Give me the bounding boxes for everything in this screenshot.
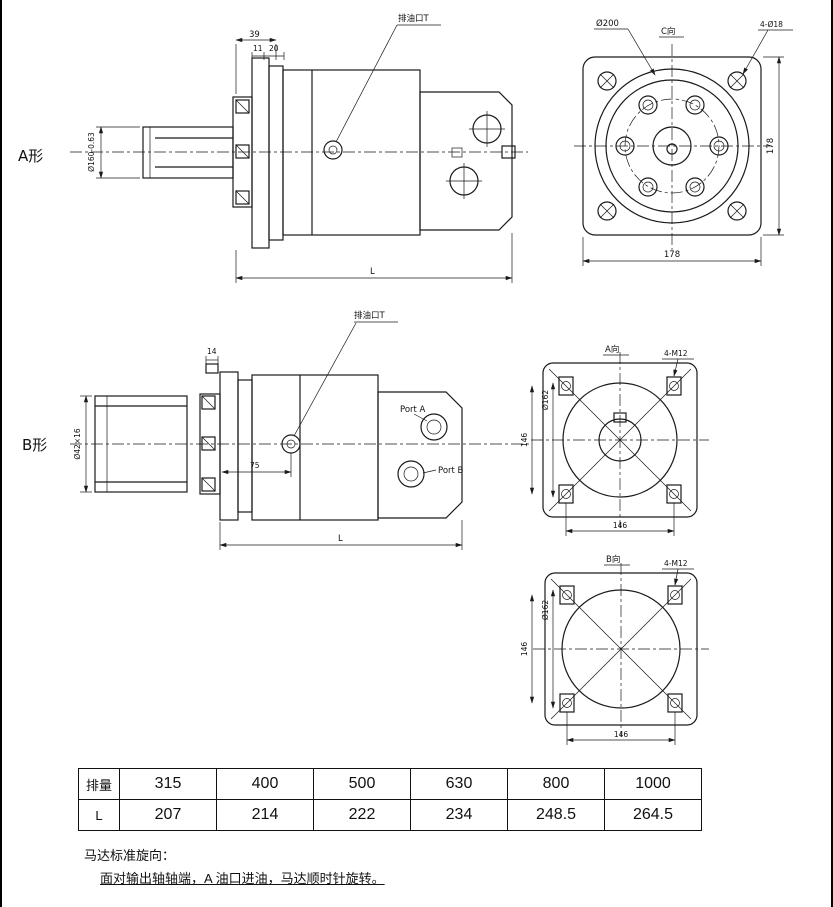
b-mounting-flange [199, 363, 253, 521]
rotation-note-body: 面对输出轴轴端，A 油口进油，马达顺时针旋转。 [100, 871, 385, 886]
row-displacement-header: 排量 [78, 768, 120, 800]
b-side-view: Ø42×16 14 [70, 310, 530, 550]
b-rear-spigot [561, 589, 681, 709]
a-shaft [142, 126, 234, 179]
row-displacement: 排量 315 400 500 630 800 1000 [78, 768, 702, 800]
a-drain-port [323, 24, 441, 160]
port-a-label: Port A [400, 405, 426, 415]
label-type-b: B形 [22, 436, 47, 454]
a-drain-port-label: 排油口T [398, 13, 430, 24]
dim-L-a: L [370, 267, 375, 277]
table-cell: 500 [313, 768, 411, 800]
dim-corner-holes-c: 4-Ø18 [760, 20, 783, 29]
dim-11: 11 [253, 44, 263, 53]
a-rear-spigot [562, 382, 678, 498]
b-shaft [94, 395, 188, 493]
dim-holes-b-rear: 4-M12 [664, 559, 688, 568]
engineering-drawing: Ø160-0.63 排油口T [18, 13, 793, 745]
c-dim-178-bottom: 178 [582, 237, 762, 266]
dim-39: 39 [249, 30, 260, 40]
a-shaft-dim: Ø160-0.63 [87, 126, 140, 179]
a-rear-dim-146-bottom: 146 [565, 503, 675, 536]
a-length-dim: L [235, 233, 513, 283]
dim-75: 75 [250, 461, 260, 470]
table-cell: 800 [507, 768, 605, 800]
label-type-a: A形 [18, 147, 43, 165]
row-length-header: L [78, 799, 120, 831]
b-rear-corner-pads [559, 585, 683, 713]
c-flange-outline [582, 56, 762, 236]
dim-178-right: 178 [766, 138, 776, 154]
table-cell: 1000 [604, 768, 702, 800]
a-mounting-flange [232, 57, 284, 249]
a-valve-block [419, 91, 516, 231]
dim-162-b-rear: Ø162 [541, 600, 550, 620]
b-rear-dim-162: Ø162 [541, 589, 556, 709]
dim-146-bottom-b-rear: 146 [614, 730, 629, 739]
table-cell: 630 [410, 768, 508, 800]
b-length-dim: L [219, 520, 463, 550]
b-rear-view: B向 4-M12 Ø162 146 146 [520, 554, 709, 745]
dim-146-left-a-rear: 146 [520, 433, 529, 448]
dim-14: 14 [207, 347, 217, 356]
dim-162-a-rear: Ø162 [541, 390, 550, 410]
b-motor-body [251, 374, 379, 521]
dim-shaft-diameter-a: Ø160-0.63 [87, 132, 96, 172]
c-front-view: Ø200 C向 4-Ø18 178 178 [574, 18, 793, 266]
table-cell: 222 [313, 799, 411, 831]
table-cell: 207 [119, 799, 217, 831]
dim-200: Ø200 [596, 18, 619, 29]
a-rear-dim-162: Ø162 [541, 382, 556, 498]
row-length: L 207 214 222 234 248.5 264.5 [78, 799, 702, 831]
label-b-rear-view: B向 [606, 554, 620, 565]
rotation-note-title: 马达标准旋向： [84, 848, 176, 863]
sheet-border-right [831, 0, 833, 907]
label-a-rear-view: A向 [605, 344, 619, 355]
a-rear-outline [542, 362, 698, 518]
dim-shaft-diameter-b: Ø42×16 [73, 428, 82, 460]
dim-holes-a-rear: 4-M12 [664, 349, 688, 358]
table-cell: 214 [216, 799, 314, 831]
b-drain-port-label: 排油口T [354, 310, 386, 321]
b-rear-outline [544, 572, 698, 726]
a-rear-key [613, 412, 627, 423]
table-cell: 315 [119, 768, 217, 800]
c-corner-holes [597, 71, 747, 221]
b-valve-block [377, 391, 463, 519]
dim-178-bottom: 178 [664, 250, 680, 260]
table-cell: 248.5 [507, 799, 605, 831]
sheet-border-left [0, 0, 2, 907]
a-rear-view: A向 4-M12 Ø162 146 146 [520, 344, 709, 536]
a-top-dims: 39 11 20 [235, 30, 285, 94]
port-b-label: Port B [438, 466, 464, 476]
label-c-view: C向 [661, 26, 675, 37]
dim-20: 20 [269, 44, 279, 53]
c-bolt-circle [624, 98, 720, 194]
b-rear-dim-146-left: 146 [520, 594, 535, 704]
a-motor-body [282, 69, 421, 236]
a-side-view: Ø160-0.63 排油口T [70, 13, 528, 283]
c-dim-178-right: 178 [763, 56, 784, 236]
a-rear-hub [598, 418, 642, 462]
b-dim-75: 75 [221, 453, 292, 477]
dim-146-left-b-rear: 146 [520, 642, 529, 657]
spec-table: 排量 315 400 500 630 800 1000 L 207 214 22… [78, 768, 702, 831]
table-cell: 234 [410, 799, 508, 831]
c-bolt-holes [615, 95, 729, 197]
table-cell: 400 [216, 768, 314, 800]
c-shaft-hole [652, 126, 692, 166]
table-cell: 264.5 [604, 799, 702, 831]
b-shaft-dim: Ø42×16 [73, 395, 92, 493]
dim-L-b: L [338, 534, 343, 544]
a-rear-dim-146-left: 146 [520, 385, 535, 495]
c-pilot-circle [594, 68, 750, 224]
b-dim-14: 14 [205, 347, 219, 364]
b-rear-dim-146-bottom: 146 [566, 712, 676, 745]
dim-146-bottom-a-rear: 146 [613, 521, 628, 530]
